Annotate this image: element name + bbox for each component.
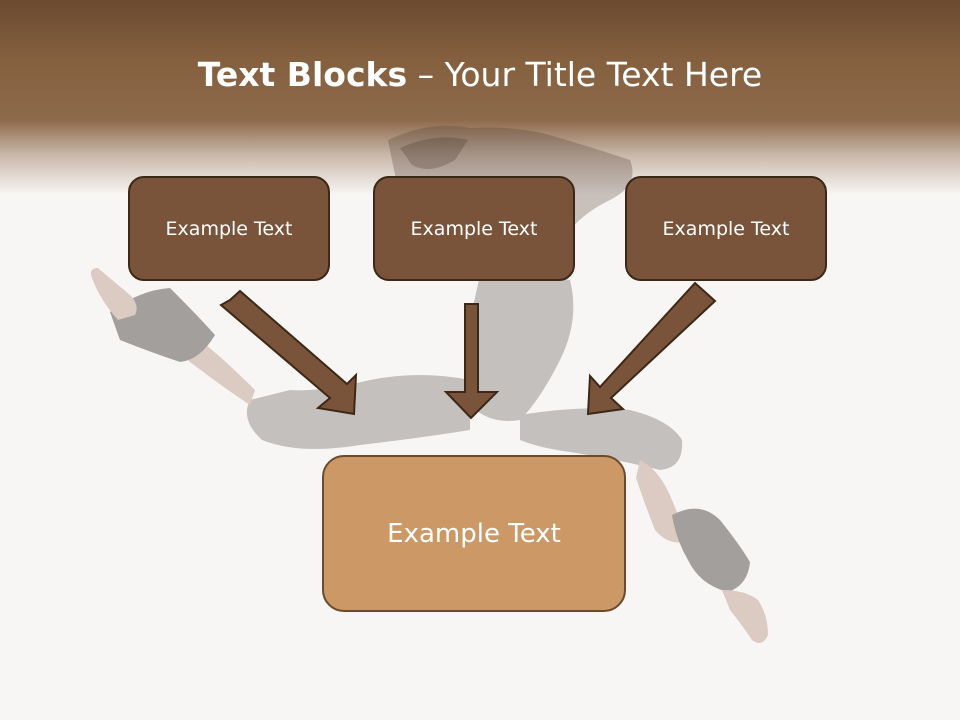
text-block-1-label: Example Text (165, 217, 293, 240)
text-block-1: Example Text (128, 176, 330, 281)
arrow-down-right (219, 289, 358, 416)
summary-text-block-label: Example Text (387, 518, 561, 549)
arrow-down (443, 303, 500, 420)
text-block-2-label: Example Text (410, 217, 538, 240)
summary-text-block: Example Text (322, 455, 626, 612)
title-regular-part: Your Title Text Here (444, 55, 763, 94)
header-band (0, 0, 960, 195)
text-block-3-label: Example Text (662, 217, 790, 240)
title-bold-part: Text Blocks (197, 55, 408, 94)
text-block-3: Example Text (625, 176, 827, 281)
text-block-2: Example Text (373, 176, 575, 281)
title-separator: – (407, 55, 445, 94)
slide-title: Text Blocks – Your Title Text Here (0, 52, 960, 98)
arrow-down-left (586, 281, 717, 416)
